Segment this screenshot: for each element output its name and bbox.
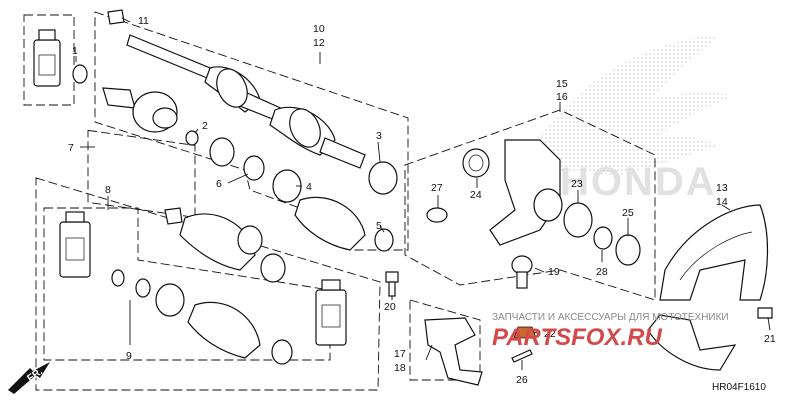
callout-9: 9 <box>126 350 132 362</box>
ball-joint-19 <box>511 255 533 289</box>
callout-1: 1 <box>72 45 78 57</box>
callout-7: 7 <box>68 142 74 154</box>
bolt-21 <box>757 307 773 319</box>
grease-bottle-1 <box>33 29 61 87</box>
ring-2 <box>185 130 199 146</box>
callout-23: 23 <box>571 178 583 190</box>
callout-26: 26 <box>516 374 528 386</box>
diagram-code: HR04F1610 <box>712 382 766 393</box>
clip-small-a <box>111 269 125 287</box>
band-lower <box>155 283 185 317</box>
brake-shield-lower <box>647 314 737 371</box>
callout-8: 8 <box>105 184 111 196</box>
cv-joint-kit-box <box>87 129 196 218</box>
oil-seal-25 <box>615 234 641 266</box>
honda-watermark-text: HONDA <box>560 160 717 204</box>
callouts: 1 2 3 4 5 6 7 8 9 10 11 12 13 14 15 16 1… <box>68 15 776 386</box>
partsfox-logo: PARTSFOX.RU <box>492 324 662 351</box>
bearing-cage <box>209 137 235 167</box>
oil-seal-24 <box>462 148 490 178</box>
callout-3: 3 <box>376 130 382 142</box>
knuckle-bore <box>533 188 563 222</box>
grease-kit-box <box>23 14 75 106</box>
watermark-tagline: ЗАПЧАСТИ И АКСЕССУАРЫ ДЛЯ МОТОТЕХНИКИ <box>492 312 729 323</box>
callout-6: 6 <box>216 178 222 190</box>
callout-15: 15 <box>556 78 568 90</box>
bolt-20 <box>385 271 399 297</box>
boot-kit-boundary <box>35 177 381 391</box>
callout-19: 19 <box>548 266 560 278</box>
callout-28: 28 <box>596 266 608 278</box>
callout-20: 20 <box>384 301 396 313</box>
cotter-pin-26 <box>511 349 533 363</box>
callout-13: 13 <box>716 182 728 194</box>
callout-5: 5 <box>376 220 382 232</box>
callout-22: 22 <box>544 328 556 340</box>
callout-25: 25 <box>622 207 634 219</box>
callout-11: 11 <box>138 15 149 27</box>
clip-small-b <box>135 278 151 298</box>
band-lower-end <box>271 339 293 365</box>
callout-14: 14 <box>716 196 728 208</box>
grease-bottle-2 <box>59 211 91 278</box>
leader-lines <box>75 17 771 370</box>
clip-27 <box>426 207 448 223</box>
drive-shaft <box>126 34 366 169</box>
callout-2: 2 <box>202 120 208 132</box>
inner-boot-lower <box>187 301 261 359</box>
knuckle-assembly-boundary <box>404 109 656 301</box>
callout-12: 12 <box>313 37 325 49</box>
callout-16: 16 <box>556 91 568 103</box>
band-clip-upper <box>164 207 183 225</box>
brake-disc-shield <box>659 204 769 301</box>
grease-bottle-3 <box>315 279 347 346</box>
callout-18: 18 <box>394 362 406 374</box>
bearing-23 <box>563 202 593 238</box>
outer-boot <box>294 196 366 251</box>
boot-band-3 <box>368 161 398 195</box>
callout-24: 24 <box>470 189 482 201</box>
band-mid <box>260 253 286 283</box>
callout-27: 27 <box>431 182 443 194</box>
callout-21: 21 <box>764 333 776 345</box>
castle-nut-22 <box>513 326 537 339</box>
band-clip-11 <box>107 9 125 25</box>
front-direction-arrow: FR. <box>8 362 50 394</box>
snap-ring-28 <box>593 226 613 250</box>
circlip-1 <box>72 64 88 84</box>
callout-4: 4 <box>306 181 312 193</box>
snap-ring-6 <box>243 155 265 181</box>
outer-cv-joint <box>102 87 178 133</box>
callout-10: 10 <box>313 23 325 35</box>
boot-band-5 <box>374 228 394 252</box>
honda-wing-watermark: HONDA <box>520 35 735 204</box>
callout-17: 17 <box>394 348 406 360</box>
band-upper <box>237 225 263 255</box>
inner-boot-upper <box>179 213 256 271</box>
lower-arm-plate <box>424 317 483 386</box>
